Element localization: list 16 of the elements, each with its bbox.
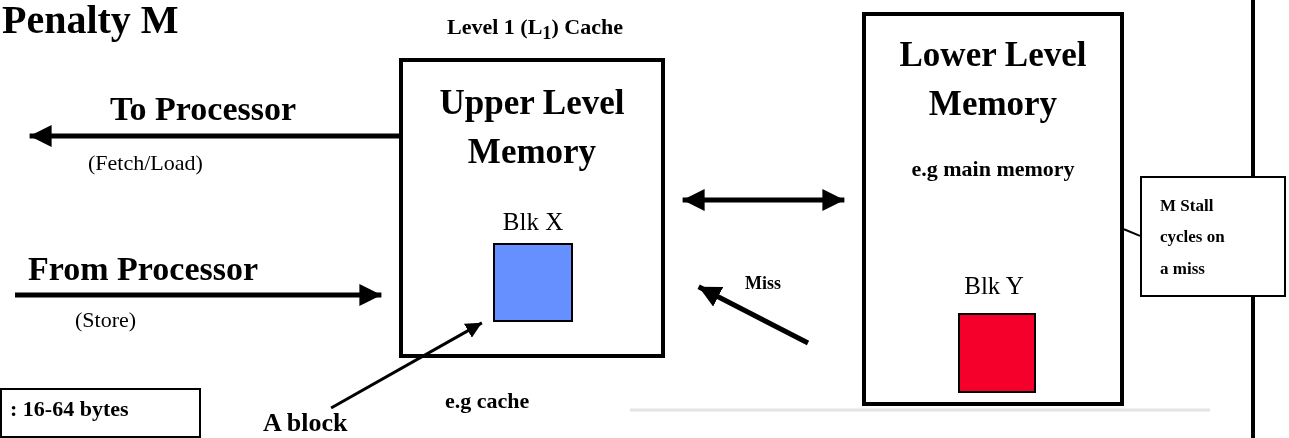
leader-text: A block — [263, 408, 349, 438]
arrow-note: (Fetch/Load) — [88, 150, 203, 176]
box-title: Lower Level Memory — [898, 34, 1088, 125]
edge-label: From Processor — [28, 250, 259, 288]
block-label: Blk Y — [963, 272, 1025, 301]
block-label: Blk X — [501, 208, 565, 237]
info-text: : 16-64 bytes — [10, 396, 130, 422]
box-heading: Level 1 (L$_{1}$) Cache — [446, 14, 624, 45]
box-subtitle: e.g main memory — [910, 156, 1076, 182]
arrow-note: (Store) — [75, 307, 137, 333]
box-title: Upper Level Memory — [438, 82, 626, 173]
edge-label: Miss — [745, 273, 781, 294]
box-caption: e.g cache — [445, 388, 531, 414]
title: Penalty M — [2, 0, 179, 43]
edge-label: To Processor — [110, 90, 297, 128]
callout-text: M Stall cycles on a miss — [1160, 195, 1226, 280]
